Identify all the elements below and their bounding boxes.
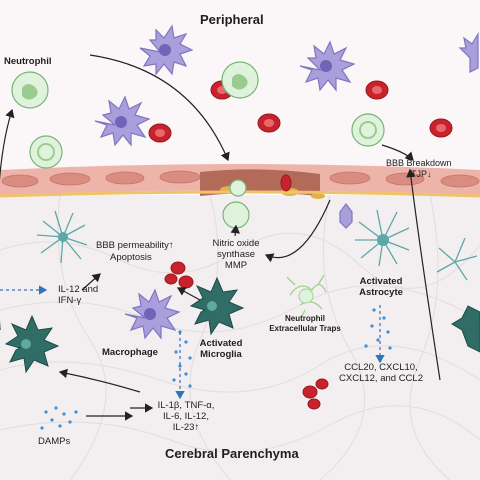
astrocyte-nuclei (58, 232, 389, 246)
net-line-2: Extracellular Traps (269, 324, 341, 333)
il12-line-2: IFN-γ (58, 295, 82, 306)
damps-label: DAMPs (38, 436, 71, 447)
activated-microglia-label: Activated Microglia (186, 338, 256, 360)
astro-line-2: Astrocyte (359, 287, 403, 298)
microglia-cells (4, 276, 480, 374)
astrocyte-cells (36, 209, 478, 281)
macrophage-label: Macrophage (102, 347, 158, 358)
peripheral-title: Peripheral (200, 12, 264, 27)
cyt-line-1: IL-1β, TNF-α, (157, 400, 215, 411)
microglia-nuclei (21, 301, 217, 349)
cyt-line-2: IL-6, IL-12, (163, 411, 209, 422)
astro-line-1: Activated (359, 276, 403, 287)
neutrophil-label: Neutrophil (4, 56, 52, 67)
il12-label: IL-12 and IFN-γ (58, 284, 98, 306)
chemokine-label: CCL20, CXCL10, CXCL12, and CCL2 (326, 362, 436, 384)
nitric-line-2: synthase (216, 249, 256, 260)
ccl-line-1: CCL20, CXCL10, (344, 362, 418, 373)
activated-astrocyte-label: Activated Astrocyte (346, 276, 416, 298)
parenchyma-title: Cerebral Parenchyma (165, 446, 299, 461)
bbb-breakdown-label: BBB Breakdown (386, 158, 452, 168)
neutrophil-nuclei (22, 74, 377, 161)
tissue-texture (0, 194, 480, 480)
net-label: Neutrophil Extracellular Traps (240, 314, 370, 334)
cytokine-label: IL-1β, TNF-α, IL-6, IL-12, IL-23↑ (146, 400, 226, 433)
nitric-oxide-label: Nitric oxide synthase MMP (196, 238, 276, 271)
macrophage-nuclei (115, 44, 332, 320)
apoptosis-label: Apoptosis (110, 252, 152, 263)
nitric-line-3: MMP (224, 260, 248, 271)
ccl-line-2: CXCL12, and CCL2 (339, 373, 423, 384)
cyt-line-3: IL-23↑ (172, 422, 200, 433)
bbb-permeability-label: BBB permeability↑ (96, 240, 174, 251)
il12-line-1: IL-12 and (58, 284, 99, 295)
tjp-label: TJP↓ (411, 169, 432, 179)
micro-line-1: Activated (199, 338, 243, 349)
blue-arrows (0, 285, 385, 400)
micro-line-2: Microglia (200, 349, 242, 360)
nitric-line-1: Nitric oxide (212, 238, 260, 249)
arrows (0, 54, 441, 421)
net-line-1: Neutrophil (285, 314, 325, 323)
net-strands (286, 274, 327, 319)
